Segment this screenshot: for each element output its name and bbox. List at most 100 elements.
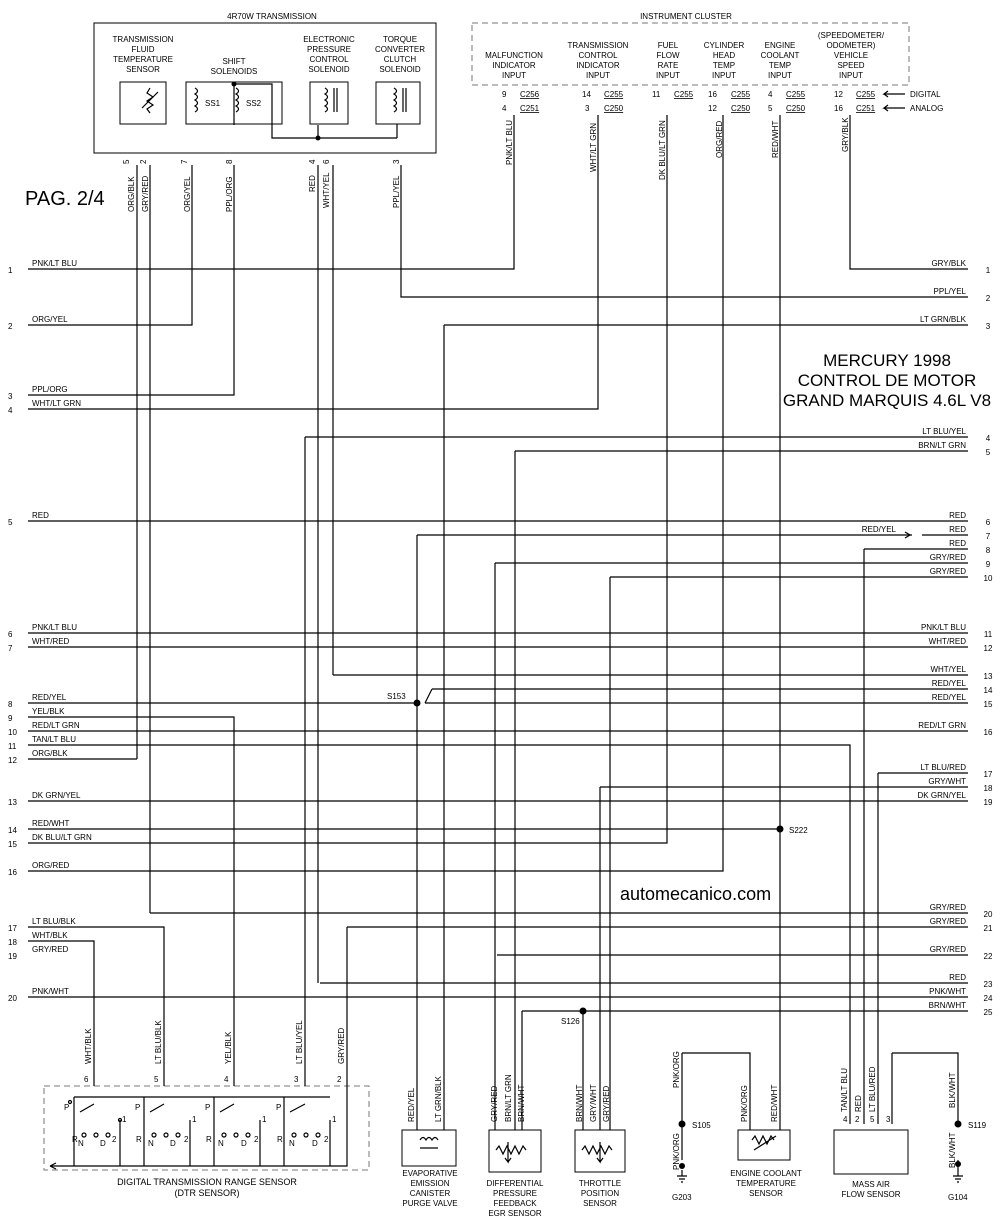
svg-text:13: 13 [984,672,993,681]
svg-text:LT BLU/RED: LT BLU/RED [868,1066,877,1112]
cluster-conn: C255 [674,90,694,99]
svg-text:SOLENOID: SOLENOID [379,65,421,74]
svg-text:RED/YEL: RED/YEL [407,1087,416,1122]
svg-text:WHT/YEL: WHT/YEL [930,665,966,674]
svg-text:INPUT: INPUT [768,71,792,80]
svg-text:18: 18 [8,938,17,947]
red-yel-label: RED/YEL [862,525,897,534]
transmission-box: 4R70W TRANSMISSION TRANSMISSION FLUID TE… [93,12,437,212]
svg-text:SOLENOID: SOLENOID [308,65,350,74]
ss2-label: SS2 [246,99,262,108]
cluster-conn: C255 [856,90,876,99]
svg-text:25: 25 [984,1008,993,1017]
evap-purge-valve: RED/YEL LT GRN/BLK EVAPORATIVE EMISSION … [401,1075,458,1208]
svg-text:PNK/LT BLU: PNK/LT BLU [921,623,966,632]
svg-text:1: 1 [122,1115,127,1124]
cluster-pin: 3 [585,104,590,113]
tft-sensor [119,81,167,125]
svg-text:1: 1 [192,1115,197,1124]
svg-text:7: 7 [986,532,991,541]
trans-wire-label: ORG/BLK [127,176,136,212]
cluster-pin: 12 [708,104,717,113]
svg-text:15: 15 [984,700,993,709]
svg-text:P: P [276,1103,281,1112]
svg-text:FUEL: FUEL [658,41,679,50]
svg-text:SHIFT: SHIFT [222,57,245,66]
cluster-title: INSTRUMENT CLUSTER [640,12,732,21]
svg-text:P: P [135,1103,140,1112]
svg-text:COOLANT: COOLANT [761,51,800,60]
svg-text:TORQUE: TORQUE [383,35,417,44]
svg-text:LT GRN/BLK: LT GRN/BLK [920,315,967,324]
cluster-conn: C251 [520,104,540,113]
svg-text:7: 7 [8,644,13,653]
ss1-label: SS1 [205,99,221,108]
svg-text:N: N [78,1139,84,1148]
svg-text:TEMPERATURE: TEMPERATURE [113,55,173,64]
svg-text:12: 12 [984,644,993,653]
page-label: PAG. 2/4 [25,188,105,210]
svg-text:LT GRN/BLK: LT GRN/BLK [434,1075,443,1122]
cluster-conn: C255 [604,90,624,99]
svg-text:ORG/RED: ORG/RED [32,861,70,870]
svg-text:1: 1 [986,266,991,275]
svg-text:2: 2 [8,322,13,331]
svg-text:LT BLU/BLK: LT BLU/BLK [32,917,76,926]
title-line-3: GRAND MARQUIS 4.6L V8 [783,391,991,410]
svg-text:R: R [277,1135,283,1144]
svg-text:2: 2 [254,1135,259,1144]
svg-text:WHT/RED: WHT/RED [929,637,967,646]
svg-text:2: 2 [112,1135,117,1144]
svg-text:D: D [100,1139,106,1148]
svg-text:FLUID: FLUID [131,45,154,54]
cluster-pin: 9 [502,90,507,99]
svg-text:TEMPERATURE: TEMPERATURE [736,1179,796,1188]
svg-text:BLK/WHT: BLK/WHT [948,1132,957,1168]
cluster-conn: C251 [856,104,876,113]
resistor-icon [495,1142,527,1164]
svg-text:INPUT: INPUT [656,71,680,80]
svg-text:8: 8 [986,546,991,555]
svg-text:GRY/WHT: GRY/WHT [928,777,966,786]
trans-pin: 7 [180,159,189,164]
thermistor-icon [141,87,159,114]
svg-text:LT BLU/RED: LT BLU/RED [921,763,967,772]
svg-text:CYLINDER: CYLINDER [704,41,745,50]
cluster-conn: C250 [731,104,751,113]
svg-text:4: 4 [8,406,13,415]
svg-text:12: 12 [8,756,17,765]
svg-text:LT BLU/YEL: LT BLU/YEL [295,1020,304,1064]
cluster-pin: 14 [582,90,591,99]
svg-text:TRANSMISSION: TRANSMISSION [568,41,629,50]
svg-text:N: N [218,1139,224,1148]
ground-icon [953,1160,963,1183]
svg-text:ELECTRONIC: ELECTRONIC [303,35,355,44]
svg-text:SENSOR: SENSOR [126,65,160,74]
cluster-wire-label: DK BLU/LT GRN [658,120,667,180]
cluster-pin: 16 [834,104,843,113]
svg-text:BLK/WHT: BLK/WHT [948,1072,957,1108]
svg-text:PNK/ORG: PNK/ORG [672,1051,681,1088]
tcc-coil-icon [392,87,407,113]
svg-text:DIFFERENTIAL: DIFFERENTIAL [487,1179,544,1188]
cluster-pin: 4 [768,90,773,99]
svg-text:2: 2 [986,294,991,303]
svg-text:INPUT: INPUT [712,71,736,80]
trans-wire-label: RED [308,175,317,192]
ect-sensor: PNK/ORG RED/WHT ENGINE COOLANT TEMPERATU… [730,1085,802,1198]
svg-text:1: 1 [332,1115,337,1124]
cluster-pin: 16 [708,90,717,99]
svg-text:FEEDBACK: FEEDBACK [493,1199,537,1208]
svg-text:YEL/BLK: YEL/BLK [32,707,65,716]
title-line-2: CONTROL DE MOTOR [798,371,977,390]
svg-text:22: 22 [984,952,993,961]
svg-text:2: 2 [184,1135,189,1144]
svg-text:16: 16 [984,728,993,737]
svg-text:TEMP: TEMP [769,61,791,70]
svg-text:RED: RED [32,511,49,520]
svg-text:3: 3 [8,392,13,401]
cluster-wire-label: WHT/LT GRN [589,123,598,172]
splice-s153 [413,699,421,707]
